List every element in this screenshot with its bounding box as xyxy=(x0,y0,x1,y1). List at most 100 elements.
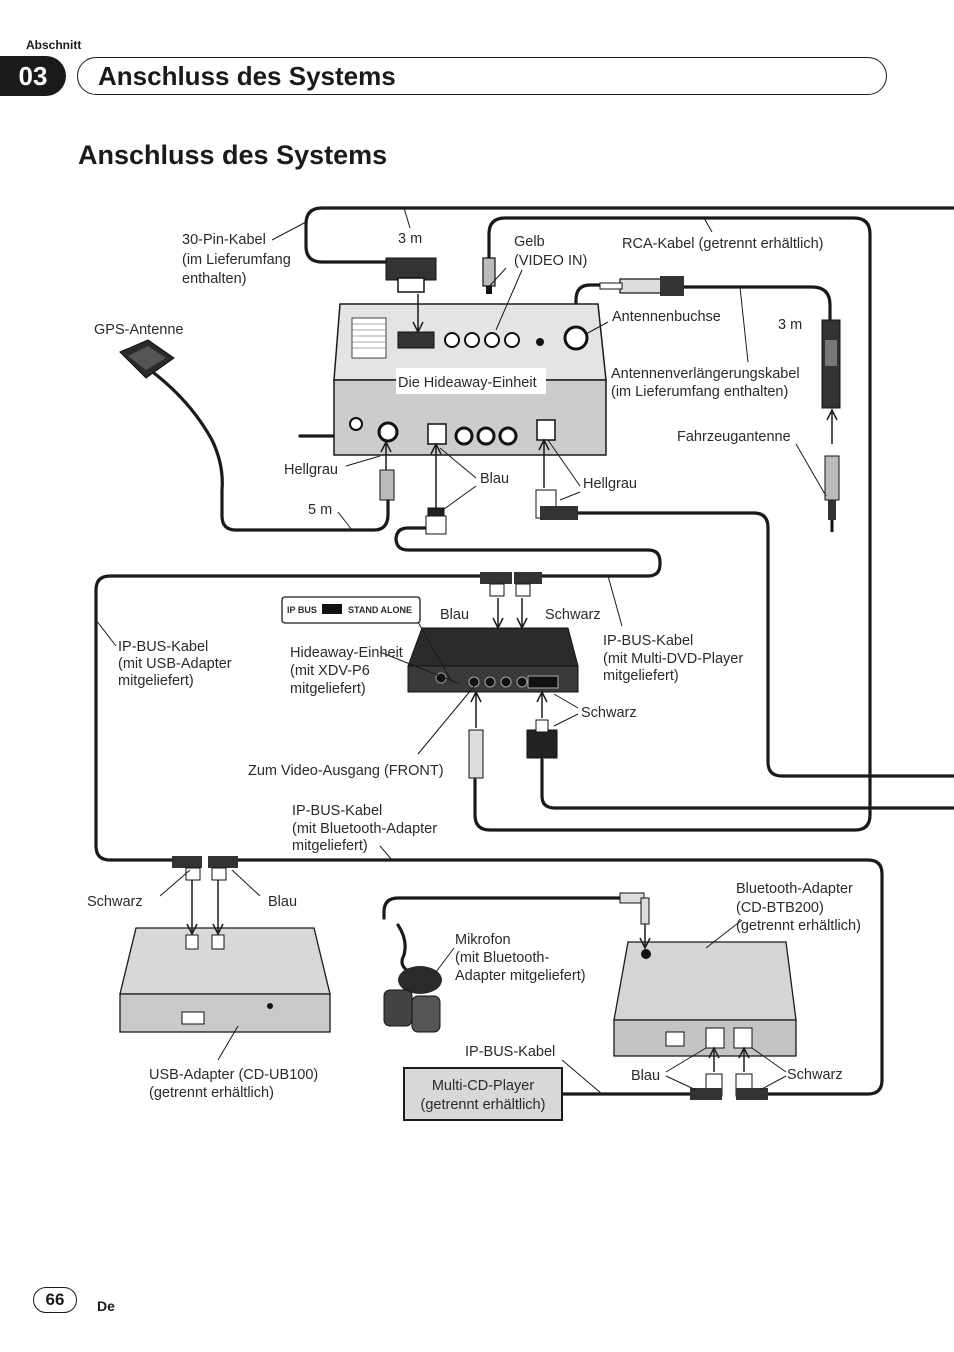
label-video-out-front: Zum Video-Ausgang (FRONT) xyxy=(248,763,444,779)
microphone-cable xyxy=(382,896,622,974)
label-ipbus-cable-bottom: IP-BUS-Kabel xyxy=(465,1044,555,1060)
microphone xyxy=(383,966,442,1033)
hideaway-p6-unit xyxy=(407,627,579,693)
ipbus-standalone-switch: IP BUS STAND ALONE xyxy=(281,596,421,624)
label-ipbus-dvd-1: IP-BUS-Kabel xyxy=(603,633,693,649)
video-out-plug xyxy=(468,729,484,779)
section-label: Abschnitt xyxy=(26,38,82,52)
label-antenna-extension-1: Antennenverlängerungskabel xyxy=(611,366,800,382)
label-gelb: Gelb xyxy=(514,234,545,250)
rca-cable xyxy=(473,216,872,832)
ipbus-plug-schwarz-mid xyxy=(526,719,558,759)
small-jack-icon xyxy=(536,338,544,346)
antenna-extension-cable xyxy=(658,285,832,322)
multi-cd-player: Multi-CD-Player (getrennt erhältlich) xyxy=(403,1067,563,1121)
connection-arrows xyxy=(186,294,838,1072)
label-pin30-cable-3: enthalten) xyxy=(182,271,247,287)
label-schwarz-mid2: Schwarz xyxy=(581,705,637,721)
label-blau-top: Blau xyxy=(480,471,509,487)
section-title-text: Anschluss des Systems xyxy=(98,60,396,91)
label-ipbus-usb-1: IP-BUS-Kabel xyxy=(118,639,208,655)
label-bt-adapter-1: Bluetooth-Adapter xyxy=(736,881,853,897)
hideaway-unit xyxy=(333,303,607,456)
label-antenna-extension-2: (im Lieferumfang enthalten) xyxy=(611,384,788,400)
usb-adapter xyxy=(119,927,331,1033)
gps-port-icon xyxy=(377,421,399,443)
ipbus-bt-cable xyxy=(236,858,884,1096)
rca-jack-icon xyxy=(464,332,480,348)
label-bt-adapter-3: (getrennt erhältlich) xyxy=(736,918,861,934)
label-schwarz-bt: Schwarz xyxy=(787,1067,843,1083)
label-hideaway-p6-1: Hideaway-Einheit xyxy=(290,645,403,661)
label-ipbus-usb-2: (mit USB-Adapter xyxy=(118,656,232,672)
label-video-in: (VIDEO IN) xyxy=(514,253,587,269)
label-hellgrau-right: Hellgrau xyxy=(583,476,637,492)
page-title: Anschluss des Systems xyxy=(78,140,388,170)
bluetooth-adapter xyxy=(613,941,797,1057)
label-ipbus-dvd-2: (mit Multi-DVD-Player xyxy=(603,651,743,667)
ipbus-dvd-cable xyxy=(540,758,954,810)
section-title: Anschluss des Systems xyxy=(77,57,887,95)
gps-cable xyxy=(148,368,390,532)
label-schwarz-mid: Schwarz xyxy=(545,607,601,623)
pin30-connector xyxy=(385,257,437,293)
label-mikrofon-3: Adapter mitgeliefert) xyxy=(455,968,586,984)
hellgrau-cable xyxy=(576,511,954,778)
label-pin30-cable-1: 30-Pin-Kabel xyxy=(182,232,266,248)
rca-jack-icon xyxy=(504,332,520,348)
label-hideaway-p6-2: (mit XDV-P6 xyxy=(290,663,370,679)
label-length-5m: 5 m xyxy=(308,502,332,518)
label-mikrofon-1: Mikrofon xyxy=(455,932,511,948)
label-ipbus-usb-3: mitgeliefert) xyxy=(118,673,194,689)
cables xyxy=(94,206,954,1096)
leader-lines xyxy=(95,207,827,1095)
label-mikrofon-2: (mit Bluetooth- xyxy=(455,950,549,966)
label-ipbus-dvd-3: mitgeliefert) xyxy=(603,668,679,684)
ipbus-plugs-mid xyxy=(480,572,542,597)
label-ipbus-bt-2: (mit Bluetooth-Adapter xyxy=(292,821,437,837)
multi-cd-label-1: Multi-CD-Player xyxy=(432,1078,534,1094)
label-blau-bt: Blau xyxy=(631,1068,660,1084)
label-hellgrau-left: Hellgrau xyxy=(284,462,338,478)
label-gps-antenna: GPS-Antenne xyxy=(94,322,183,338)
antenna-plug-cable xyxy=(574,283,607,314)
rca-plug-top xyxy=(482,257,496,294)
pin30-cable xyxy=(304,206,954,264)
label-blau-mid: Blau xyxy=(440,607,469,623)
antenna-extension-plug xyxy=(599,276,684,296)
label-hideaway-p6-3: mitgeliefert) xyxy=(290,681,366,697)
rca-jack-icon xyxy=(444,332,460,348)
switch-ipbus-label: IP BUS xyxy=(287,605,317,615)
pin30-port xyxy=(397,331,435,349)
mic-plug xyxy=(619,892,650,925)
label-length-3m-right: 3 m xyxy=(778,317,802,333)
ipbus-port-blau xyxy=(427,423,447,445)
page-number: 66 xyxy=(33,1287,77,1313)
section-number-badge: 03 xyxy=(0,56,66,96)
label-blau-usb: Blau xyxy=(268,894,297,910)
page-language: De xyxy=(97,1298,115,1314)
switch-standalone-label: STAND ALONE xyxy=(348,605,412,615)
gps-antenna xyxy=(119,339,175,379)
label-rca-cable: RCA-Kabel (getrennt erhältlich) xyxy=(622,236,823,252)
label-vehicle-antenna: Fahrzeugantenne xyxy=(677,429,791,445)
label-bt-adapter-2: (CD-BTB200) xyxy=(736,900,824,916)
ipbus-usb-cable xyxy=(94,574,487,862)
ipbus-plugs-bt xyxy=(690,1073,768,1100)
ipbus-plug-blau xyxy=(425,507,447,535)
ipbus-blau-cable xyxy=(394,526,662,578)
vent-grille xyxy=(351,317,387,359)
ipbus-port-hellgrau xyxy=(536,419,556,441)
label-usb-adapter-1: USB-Adapter (CD-UB100) xyxy=(149,1067,318,1083)
gps-plug xyxy=(379,469,395,501)
label-pin30-cable-2: (im Lieferumfang xyxy=(182,252,291,268)
multi-cd-label-2: (getrennt erhältlich) xyxy=(421,1097,546,1113)
label-schwarz-usb: Schwarz xyxy=(87,894,143,910)
label-ipbus-bt-1: IP-BUS-Kabel xyxy=(292,803,382,819)
label-hideaway-unit: Die Hideaway-Einheit xyxy=(398,375,537,391)
vehicle-antenna-plug xyxy=(824,455,840,532)
rca-jack-icon xyxy=(484,332,500,348)
hideaway-label-bg xyxy=(396,368,546,394)
label-usb-adapter-2: (getrennt erhältlich) xyxy=(149,1085,274,1101)
